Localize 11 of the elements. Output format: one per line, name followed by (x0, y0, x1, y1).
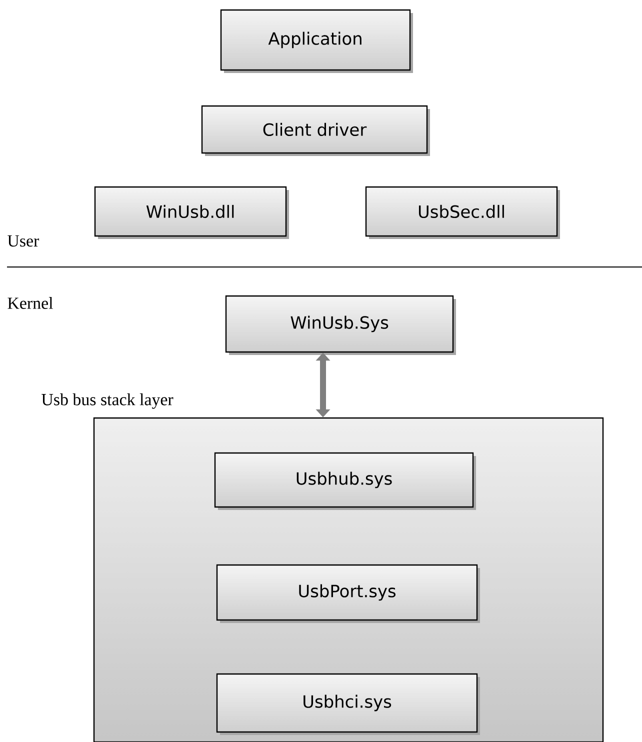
component-box: WinUsb.dll (94, 186, 289, 239)
component-box: Client driver (201, 105, 430, 156)
layer-label: User (8, 235, 40, 247)
component-box: WinUsb.Sys (225, 295, 456, 355)
component-box: Usbhub.sys (214, 452, 476, 510)
layer-label: Kernel (8, 297, 53, 309)
component-box: Application (220, 9, 413, 73)
component-box: UsbPort.sys (216, 564, 480, 623)
node-label: Usb bus stack layer (42, 393, 174, 409)
component-box: Usbhci.sys (216, 673, 480, 735)
component-box: UsbSec.dll (365, 186, 560, 239)
